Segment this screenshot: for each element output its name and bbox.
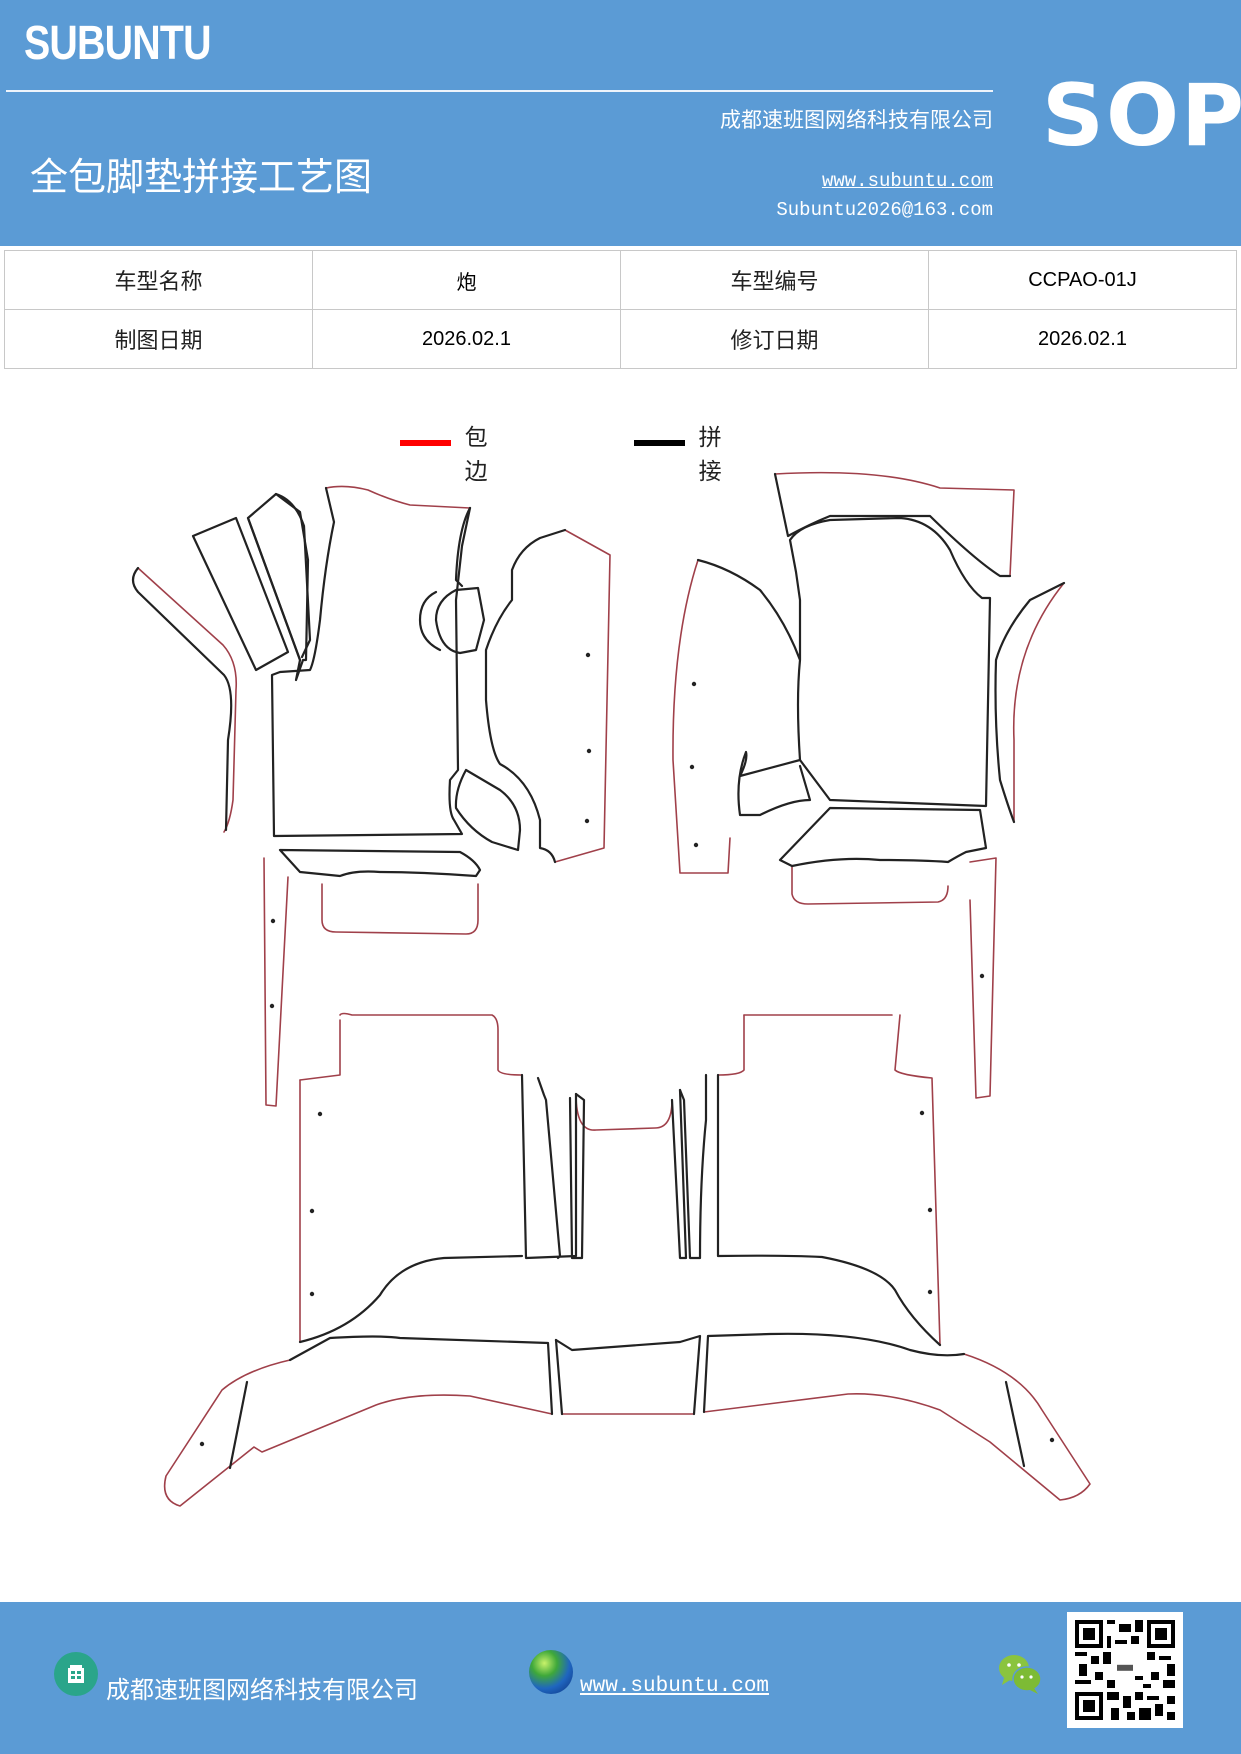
seam-lines (131, 472, 1066, 1470)
brand-logo: SUBUNTU (24, 17, 211, 70)
revision-date-label: 修订日期 (620, 309, 929, 369)
page-title: 全包脚垫拼接工艺图 (30, 155, 373, 199)
draw-date-value: 2026.02.1 (312, 309, 621, 369)
header-banner: SUBUNTU 全包脚垫拼接工艺图 成都速班图网络科技有限公司 www.subu… (0, 0, 1241, 246)
globe-icon (529, 1650, 573, 1694)
vehicle-info-table: 车型名称 炮 车型编号 CCPAO-01J 制图日期 2026.02.1 修订日… (4, 250, 1237, 369)
legend-label: 包边 (464, 425, 488, 485)
doc-type-label: SOP (1042, 66, 1241, 166)
model-code-label: 车型编号 (620, 250, 929, 310)
company-name: 成都速班图网络科技有限公司 (720, 108, 993, 132)
website-link[interactable]: www.subuntu.com (821, 170, 993, 192)
edge-binding-lines (137, 471, 1091, 1507)
email-address: Subuntu2026@163.com (776, 199, 993, 221)
legend-item-edge: 包边 (400, 400, 501, 486)
model-name-value: 炮 (312, 250, 621, 310)
red-line-swatch (400, 440, 451, 446)
black-line-swatch (634, 440, 685, 446)
footer-website-link[interactable]: www.subuntu.com (580, 1675, 770, 1698)
marker-dots (199, 652, 1055, 1447)
legend-item-seam: 拼接 (634, 400, 735, 486)
table-row: 制图日期 2026.02.1 修订日期 2026.02.1 (4, 309, 1237, 369)
building-icon (54, 1652, 98, 1696)
model-name-label: 车型名称 (4, 250, 313, 310)
header-divider (6, 90, 993, 92)
table-row: 车型名称 炮 车型编号 CCPAO-01J (4, 250, 1237, 310)
revision-date-value: 2026.02.1 (928, 309, 1237, 369)
wechat-icon (996, 1652, 1044, 1696)
qr-code[interactable] (1067, 1612, 1183, 1728)
mat-pattern-drawing (131, 471, 1091, 1507)
model-code-value: CCPAO-01J (928, 250, 1237, 310)
legend-label: 拼接 (698, 425, 722, 485)
draw-date-label: 制图日期 (4, 309, 313, 369)
footer-company-name: 成都速班图网络科技有限公司 (106, 1676, 418, 1704)
